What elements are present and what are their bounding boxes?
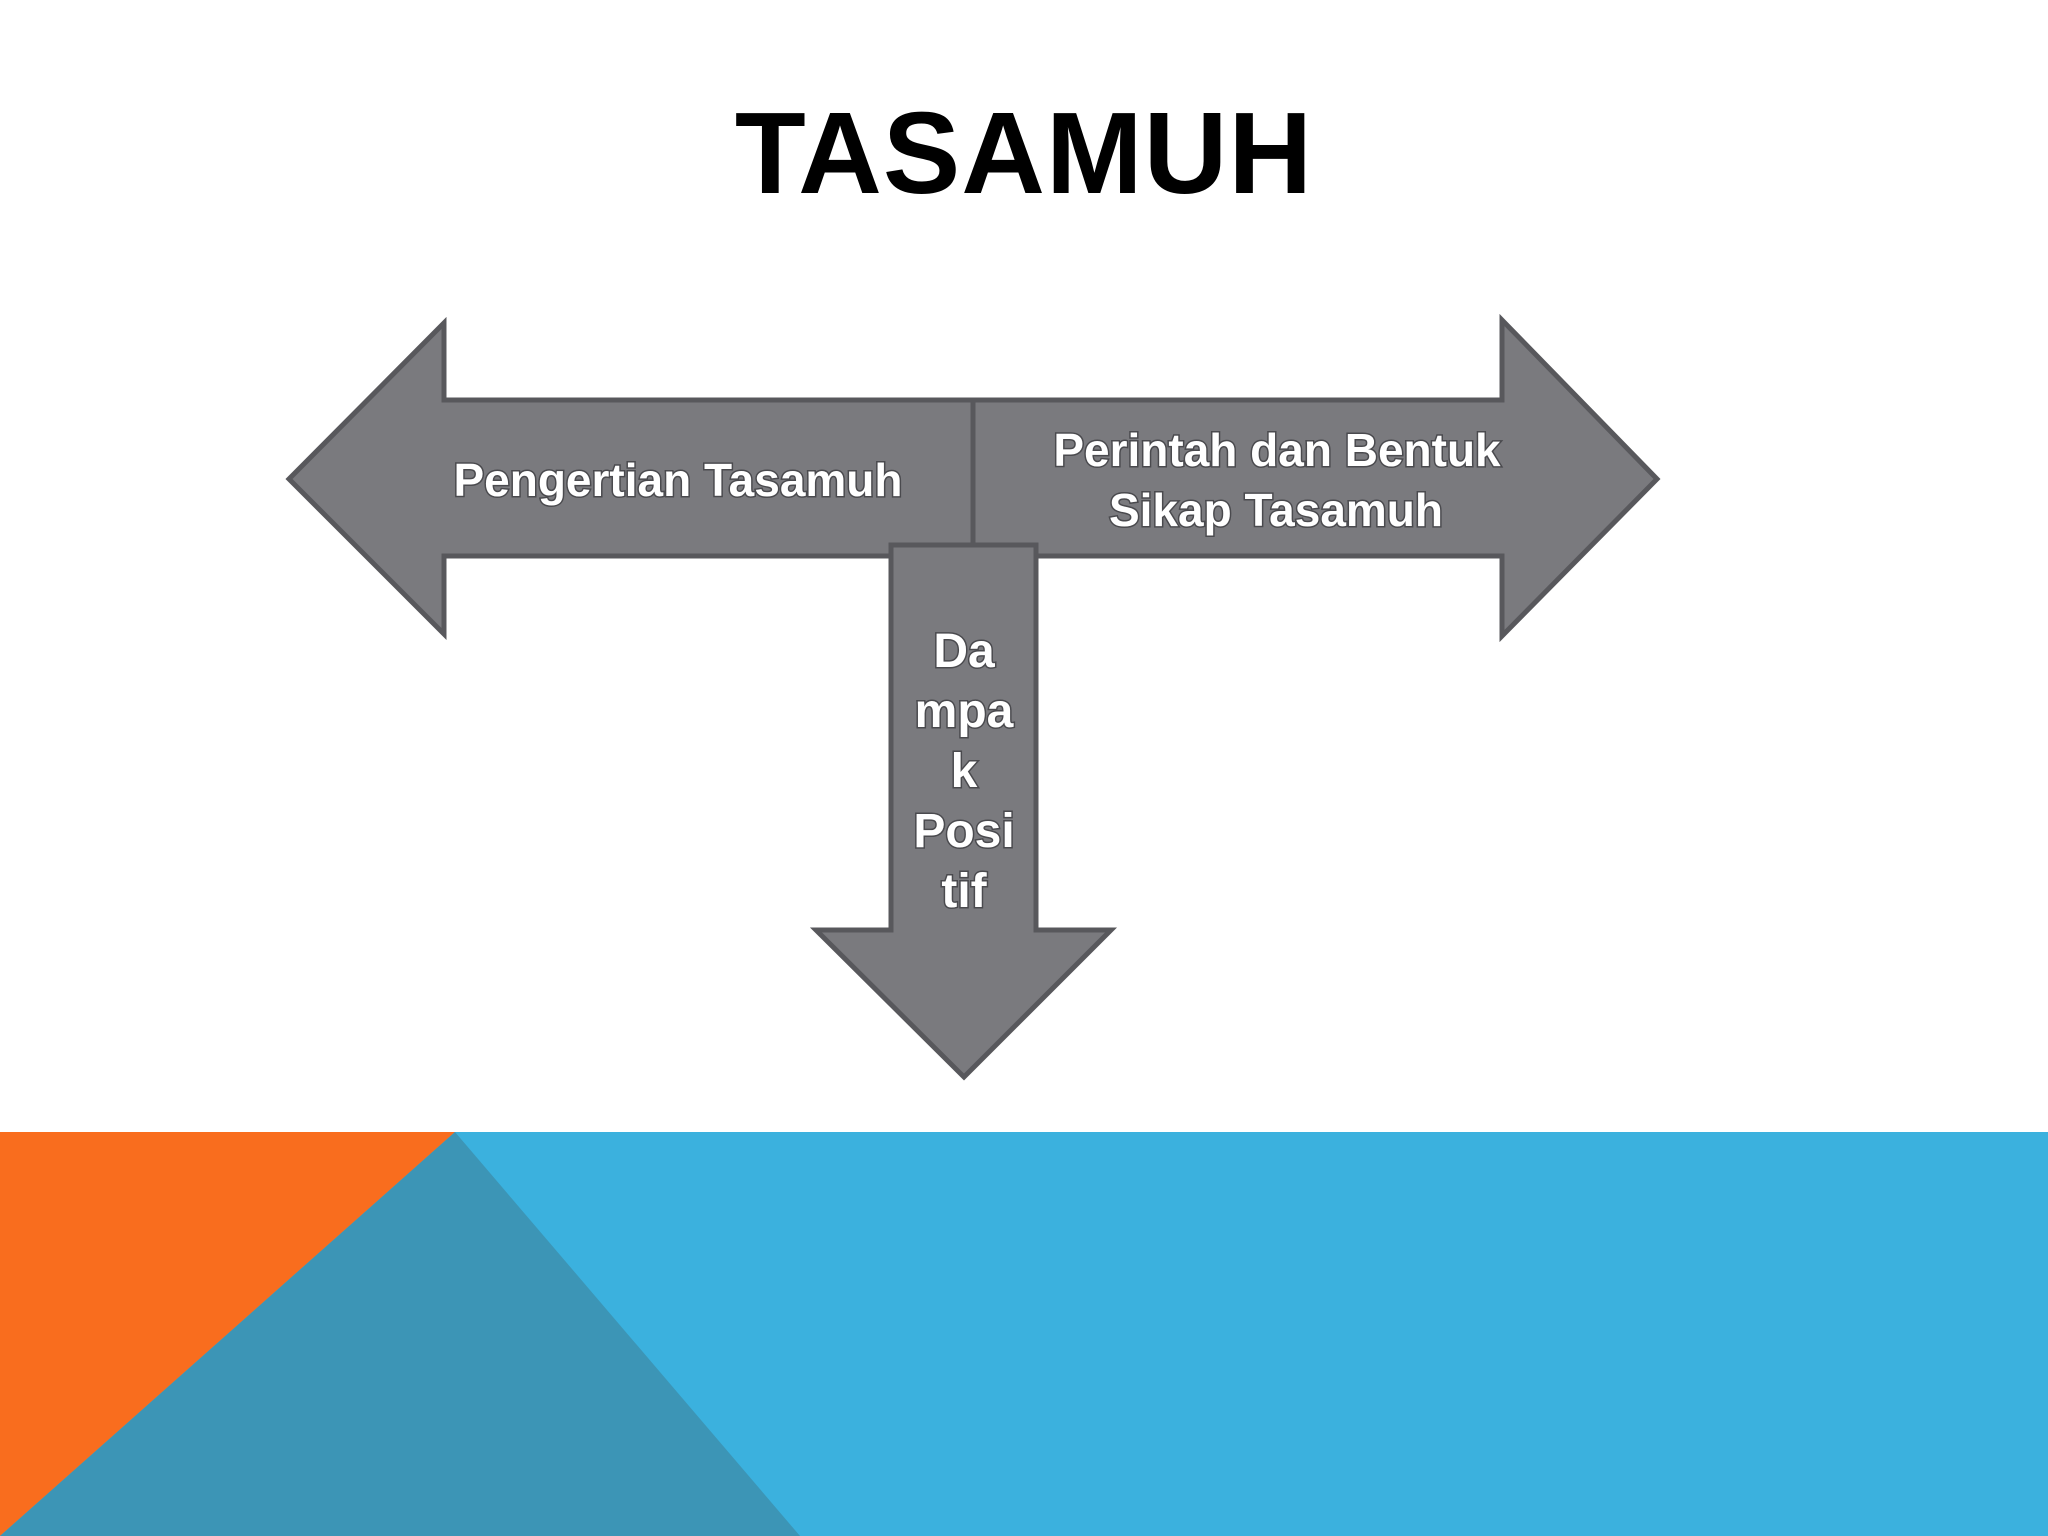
left-arrow-label: Pengertian Tasamuh	[453, 454, 902, 506]
slide-title: TASAMUH	[734, 88, 1314, 218]
footer-teal-triangle	[0, 1132, 800, 1536]
right-arrow-label-line1: Perintah dan Bentuk	[1053, 424, 1501, 476]
right-arrow-label-line2: Sikap Tasamuh	[1109, 484, 1443, 536]
left-arrow	[285, 316, 978, 641]
down-arrow-label-line: tif	[941, 865, 987, 918]
down-arrow-label-line: k	[951, 745, 978, 798]
down-arrow-label-line: Da	[933, 625, 995, 678]
down-arrow-label-line: mpa	[915, 685, 1014, 738]
down-arrow-label-line: Posi	[913, 805, 1014, 858]
right-arrow	[970, 313, 1661, 643]
down-arrow	[809, 542, 1118, 1081]
